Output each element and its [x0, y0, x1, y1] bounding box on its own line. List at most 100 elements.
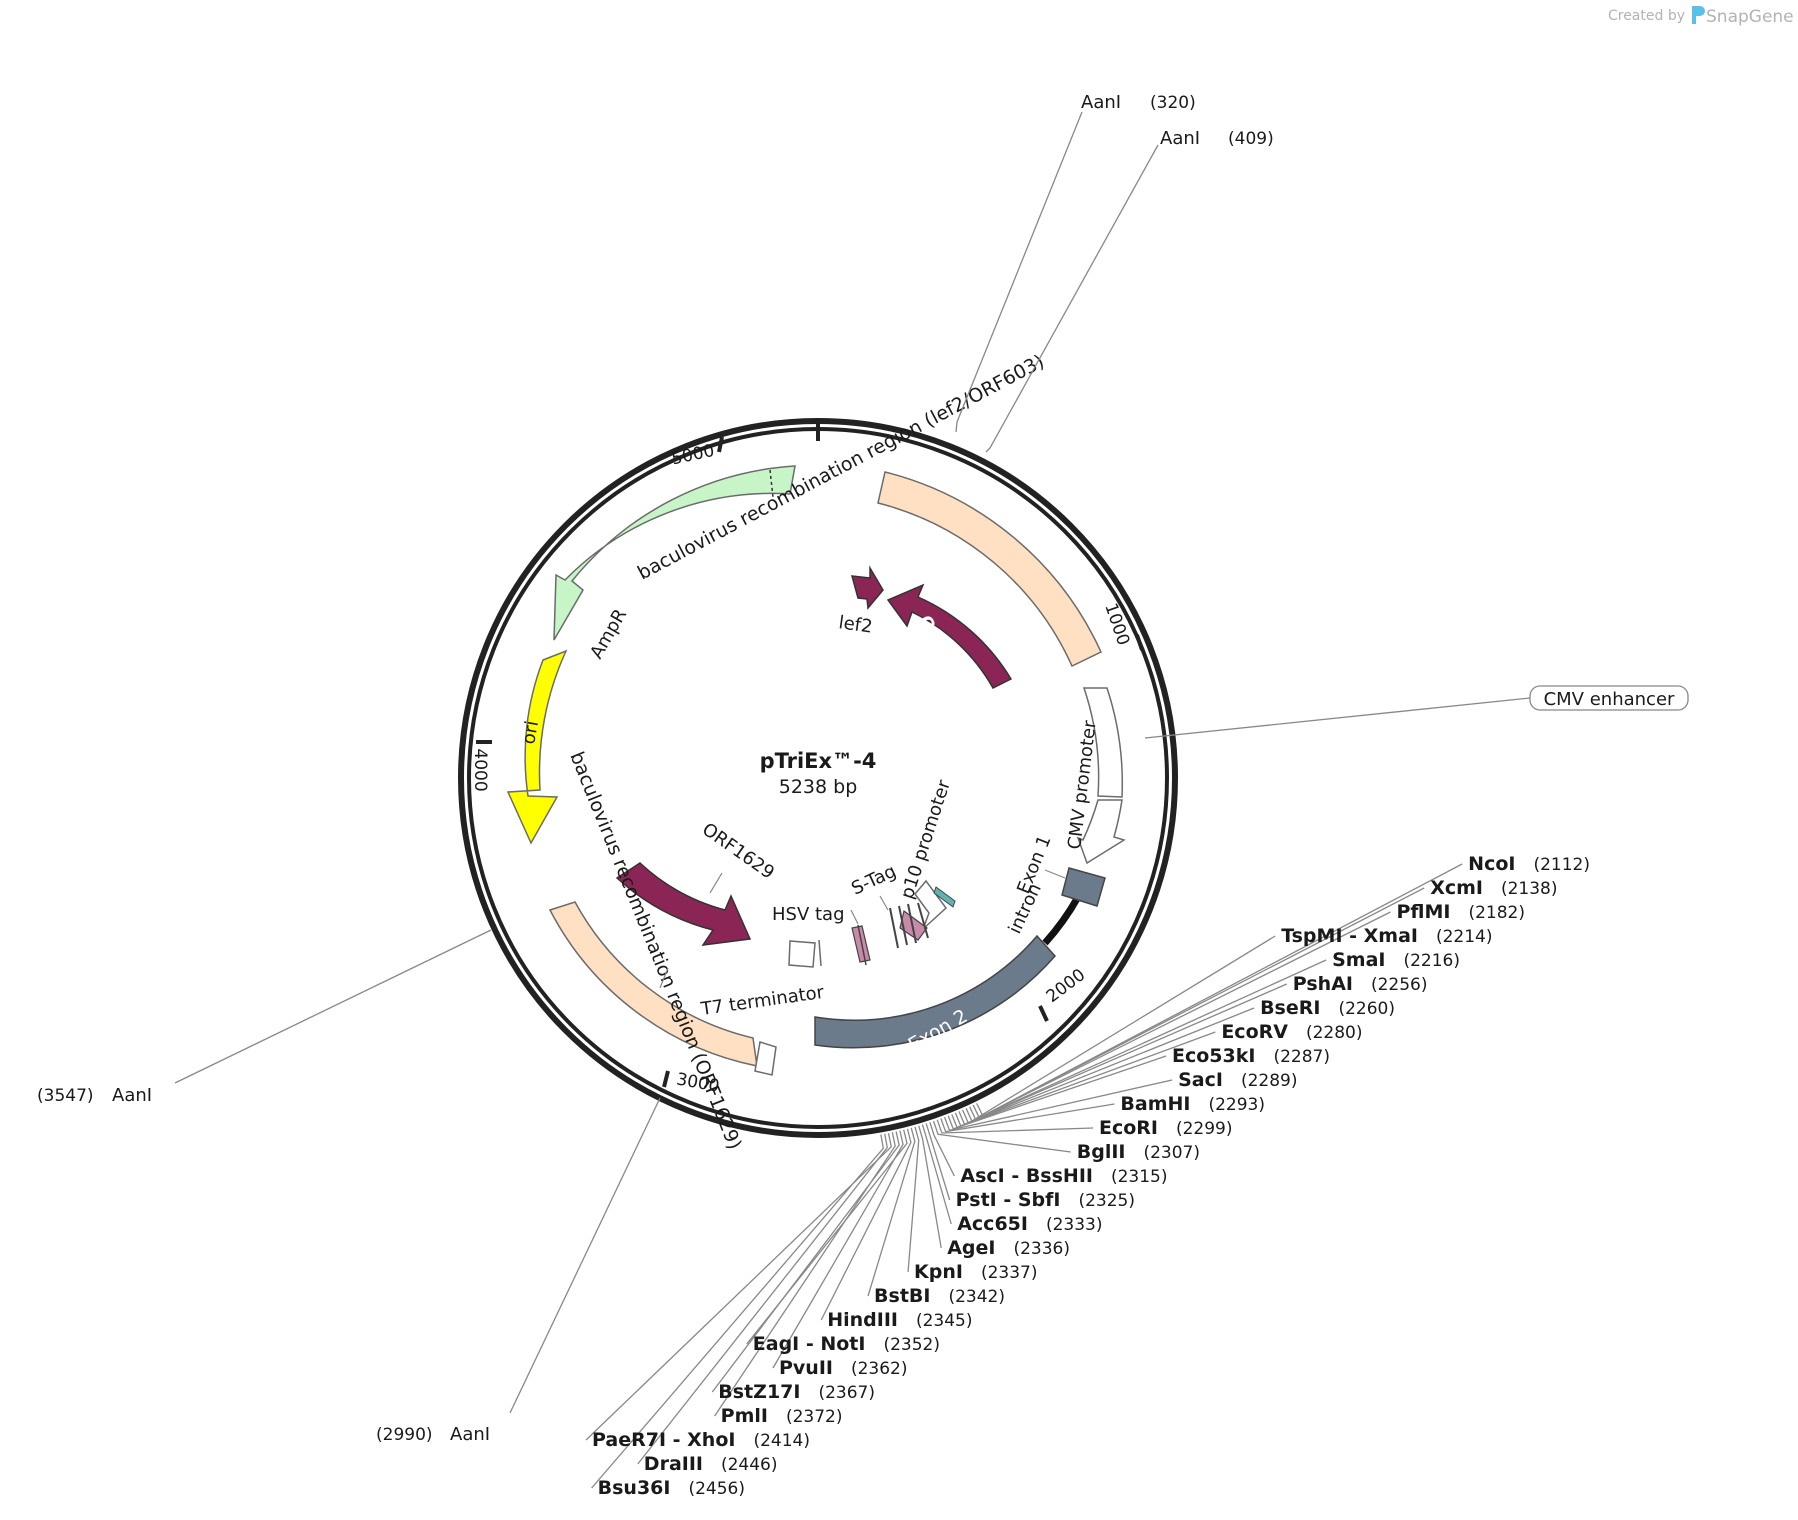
- mcs-site-name: PshAI: [1293, 973, 1353, 995]
- mcs-site-pos: (2214): [1436, 927, 1493, 947]
- aani-3547-pos: (3547): [37, 1086, 94, 1106]
- mcs-site-pos: (2112): [1533, 855, 1590, 875]
- watermark-created-by: Created by: [1608, 8, 1685, 24]
- mcs-leader-line: [637, 1133, 888, 1465]
- aani-320-leader: [955, 111, 1083, 433]
- leader-orf1629: [709, 872, 723, 894]
- mcs-site-eagi-noti[interactable]: EagI - NotI(2352): [753, 1333, 940, 1355]
- aani-320-name[interactable]: AanI: [1081, 92, 1121, 113]
- cmv-enhancer-label: CMV enhancer: [1544, 689, 1675, 710]
- mcs-site-pos: (2336): [1013, 1239, 1070, 1259]
- label-hsv-tag: HSV tag: [772, 904, 845, 925]
- mcs-site-name: BstZ17I: [718, 1381, 800, 1403]
- mcs-site-kpni[interactable]: KpnI(2337): [914, 1261, 1037, 1283]
- feature-exon2[interactable]: [814, 934, 1057, 1049]
- mcs-site-name: XcmI: [1430, 877, 1483, 899]
- tick-1000-mark: [1135, 634, 1144, 651]
- mcs-site-pmli[interactable]: PmlI(2372): [721, 1405, 843, 1427]
- mcs-site-bseri[interactable]: BseRI(2260): [1260, 997, 1395, 1019]
- mcs-site-bstbi[interactable]: BstBI (2342): [874, 1285, 1005, 1307]
- s-tag-stripe-1: [889, 907, 899, 949]
- mcs-leader-lines: [585, 863, 1463, 1489]
- feature-cmv-enhancer[interactable]: [1082, 687, 1124, 798]
- single-cutters: AanI (320) AanI (409) (3547) AanI (2990)…: [37, 92, 1274, 1445]
- mcs-site-smai[interactable]: SmaI(2216): [1332, 949, 1460, 971]
- feature-white-box: [788, 940, 816, 968]
- mcs-site-labels: NcoI(2112)XcmI (2138)PflMI(2182)TspMI - X…: [592, 853, 1590, 1499]
- mcs-site-ncoi[interactable]: NcoI(2112): [1468, 853, 1590, 875]
- mcs-site-agei[interactable]: AgeI(2336): [947, 1237, 1070, 1259]
- feature-hsv-tag[interactable]: [851, 925, 871, 963]
- mcs-leader-line: [867, 1127, 916, 1297]
- mcs-leader-line: [943, 1079, 1173, 1132]
- feature-cmv-promoter[interactable]: [1076, 799, 1126, 865]
- mcs-leader-line: [918, 1125, 942, 1249]
- mcs-site-pos: (2216): [1403, 951, 1460, 971]
- mcs-site-bglii[interactable]: BglII(2307): [1077, 1141, 1200, 1163]
- features: [506, 465, 1126, 1076]
- mcs-site-ecori[interactable]: EcoRI(2299): [1099, 1117, 1233, 1139]
- mcs-leader-line: [772, 1130, 904, 1369]
- mcs-site-name: PflMI: [1396, 901, 1450, 923]
- mcs-site-hindiii[interactable]: HindIII (2345): [827, 1309, 972, 1331]
- mcs-site-bamhi[interactable]: BamHI(2293): [1120, 1093, 1265, 1115]
- feature-orf603[interactable]: [886, 583, 1013, 689]
- mcs-site-bsu36i[interactable]: Bsu36I(2456): [598, 1477, 745, 1499]
- mcs-site-name: SacI: [1178, 1069, 1223, 1091]
- mcs-site-eco53ki[interactable]: Eco53kI(2287): [1172, 1045, 1330, 1067]
- mcs-site-psti-sbfi[interactable]: PstI - SbfI(2325): [956, 1189, 1135, 1211]
- feature-exon1[interactable]: [1061, 867, 1106, 907]
- aani-409-name[interactable]: AanI: [1160, 128, 1200, 149]
- feature-ori[interactable]: [506, 649, 568, 845]
- mcs-site-acc65i[interactable]: Acc65I(2333): [957, 1213, 1102, 1235]
- tick-2000-mark: [1038, 1005, 1049, 1022]
- mcs-site-xcmi[interactable]: XcmI (2138): [1430, 877, 1557, 899]
- mcs-site-pos: (2307): [1143, 1143, 1200, 1163]
- snapgene-logo-icon: [1692, 6, 1705, 24]
- mcs-site-asci-bsshii[interactable]: AscI - BssHII(2315): [960, 1165, 1167, 1187]
- mcs-site-pflmi[interactable]: PflMI(2182): [1396, 901, 1525, 923]
- mcs-site-pos: (2138): [1501, 879, 1558, 899]
- mcs-site-pvuii[interactable]: PvuII(2362): [779, 1357, 908, 1379]
- mcs-site-pos: (2362): [851, 1359, 908, 1379]
- mcs-site-pos: (2342): [948, 1287, 1005, 1307]
- cmv-enhancer-box[interactable]: [1529, 685, 1689, 711]
- feature-p10-promoter[interactable]: [914, 879, 948, 930]
- mcs-site-pos: (2315): [1111, 1167, 1168, 1187]
- feature-t7-terminator[interactable]: [754, 1041, 777, 1076]
- mcs-site-bstz17i[interactable]: BstZ17I (2367): [718, 1381, 875, 1403]
- mcs-site-pos: (2367): [818, 1383, 875, 1403]
- watermark-brand: SnapGene: [1706, 7, 1794, 27]
- mcs-site-pos: (2446): [721, 1455, 778, 1475]
- feature-lef2[interactable]: [850, 565, 884, 610]
- mcs-site-name: PaeR7I - XhoI: [592, 1429, 735, 1451]
- mcs-site-pshai[interactable]: PshAI(2256): [1293, 973, 1428, 995]
- label-lef2: lef2: [837, 612, 873, 638]
- mcs-site-name: HindIII: [827, 1309, 898, 1331]
- mcs-site-pos: (2345): [916, 1311, 973, 1331]
- aani-2990-name[interactable]: AanI: [450, 1424, 490, 1445]
- mcs-site-ecorv[interactable]: EcoRV(2280): [1221, 1021, 1362, 1043]
- leader-exon1: [1044, 869, 1066, 879]
- feature-intron[interactable]: [1042, 895, 1082, 946]
- aani-3547-name[interactable]: AanI: [112, 1085, 152, 1106]
- cmv-enhancer-leader: [1144, 697, 1531, 739]
- label-ori: ori: [518, 719, 543, 746]
- ampr-dotted-divider: [769, 469, 774, 498]
- mcs-leader-line: [925, 1123, 951, 1201]
- mcs-site-saci[interactable]: SacI(2289): [1178, 1069, 1297, 1091]
- mcs-site-pos: (2372): [786, 1407, 843, 1427]
- mcs-leader-line: [932, 1120, 1071, 1153]
- mcs-site-paer7i-xhoi[interactable]: PaeR7I - XhoI (2414): [592, 1429, 810, 1451]
- aani-320-pos: (320): [1150, 93, 1196, 113]
- white-box-edge: [818, 939, 822, 967]
- mcs-site-pos: (2414): [753, 1431, 810, 1451]
- feature-baculo-lef2-orf603[interactable]: [877, 471, 1102, 668]
- feature-orf1629[interactable]: [615, 862, 752, 946]
- mcs-site-draiii[interactable]: DraIII (2446): [644, 1453, 778, 1475]
- aani-409-pos: (409): [1228, 129, 1274, 149]
- mcs-site-name: BstBI: [874, 1285, 930, 1307]
- mcs-site-tspmi-xmai[interactable]: TspMI - XmaI (2214): [1281, 925, 1492, 947]
- mcs-site-name: DraIII: [644, 1453, 703, 1475]
- mcs-site-name: TspMI - XmaI: [1281, 925, 1418, 947]
